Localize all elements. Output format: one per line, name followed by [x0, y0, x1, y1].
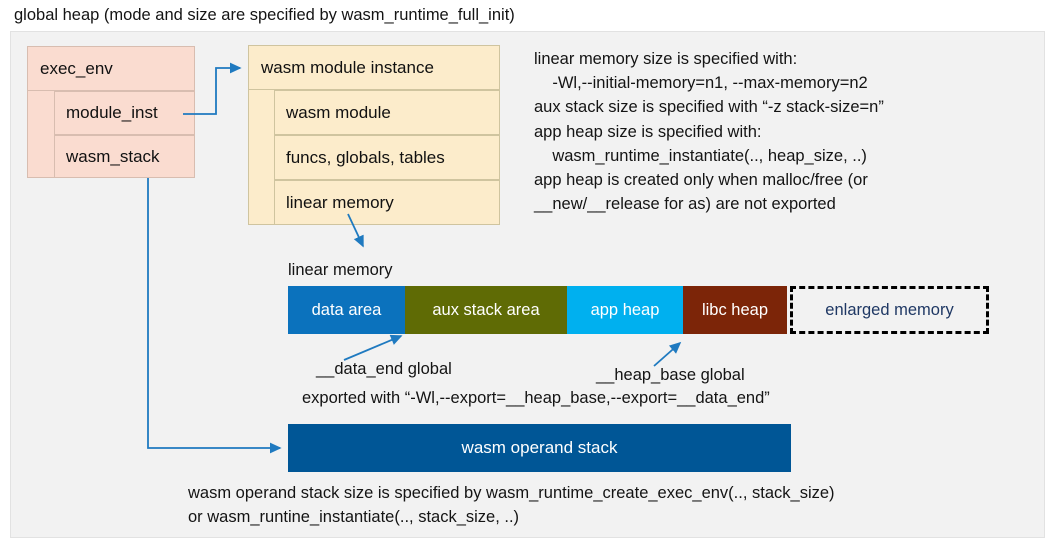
wasm-module-instance-field-wasm-module: wasm module [274, 90, 500, 135]
memory-segment-libc-heap: libc heap [683, 286, 787, 334]
exec-env-field-module-inst-label: module_inst [66, 103, 158, 122]
exec-env-header-label: exec_env [40, 58, 113, 78]
memory-segment-aux-stack-area-label: aux stack area [432, 300, 540, 319]
wasm-module-instance-header-label: wasm module instance [261, 57, 434, 77]
linear-memory-bar-label: linear memory [288, 261, 393, 279]
data-end-annotation: __data_end global [316, 360, 452, 378]
exec-env-field-wasm-stack: wasm_stack [54, 135, 195, 178]
memory-segment-enlarged-memory-label: enlarged memory [825, 300, 954, 319]
wasm-module-instance-field-linear-memory: linear memory [274, 180, 500, 225]
linear-memory-description: linear memory size is specified with: -W… [534, 50, 884, 214]
wasm-module-instance-field-linear-memory-label: linear memory [286, 192, 394, 212]
linear-memory-bar: data area aux stack area app heap libc h… [288, 286, 989, 334]
memory-segment-data-area-label: data area [311, 300, 382, 319]
memory-segment-libc-heap-label: libc heap [701, 300, 769, 319]
wasm-operand-stack-bar-label: wasm operand stack [461, 438, 618, 457]
exec-env-field-wasm-stack-label: wasm_stack [66, 146, 160, 166]
exec-env-field-module-inst: module_inst [54, 91, 195, 135]
page-title: global heap (mode and size are specified… [14, 6, 515, 24]
memory-segment-aux-stack-area: aux stack area [405, 286, 567, 334]
wasm-module-instance-field-wasm-module-label: wasm module [286, 102, 391, 122]
memory-segment-app-heap: app heap [567, 286, 683, 334]
wasm-module-instance-field-funcs-globals-tables-label: funcs, globals, tables [286, 147, 445, 167]
wasm-module-instance-field-funcs-globals-tables: funcs, globals, tables [274, 135, 500, 180]
memory-segment-data-area: data area [288, 286, 405, 334]
wasm-module-instance-header: wasm module instance [248, 45, 500, 90]
exec-env-header: exec_env [27, 46, 195, 91]
operand-stack-caption: wasm operand stack size is specified by … [188, 484, 835, 526]
wasm-operand-stack-bar: wasm operand stack [288, 424, 791, 472]
exported-with-annotation: exported with “-Wl,--export=__heap_base,… [302, 389, 770, 407]
heap-base-annotation: __heap_base global [596, 366, 745, 384]
memory-segment-enlarged-memory: enlarged memory [790, 286, 989, 334]
memory-segment-app-heap-label: app heap [590, 300, 660, 319]
